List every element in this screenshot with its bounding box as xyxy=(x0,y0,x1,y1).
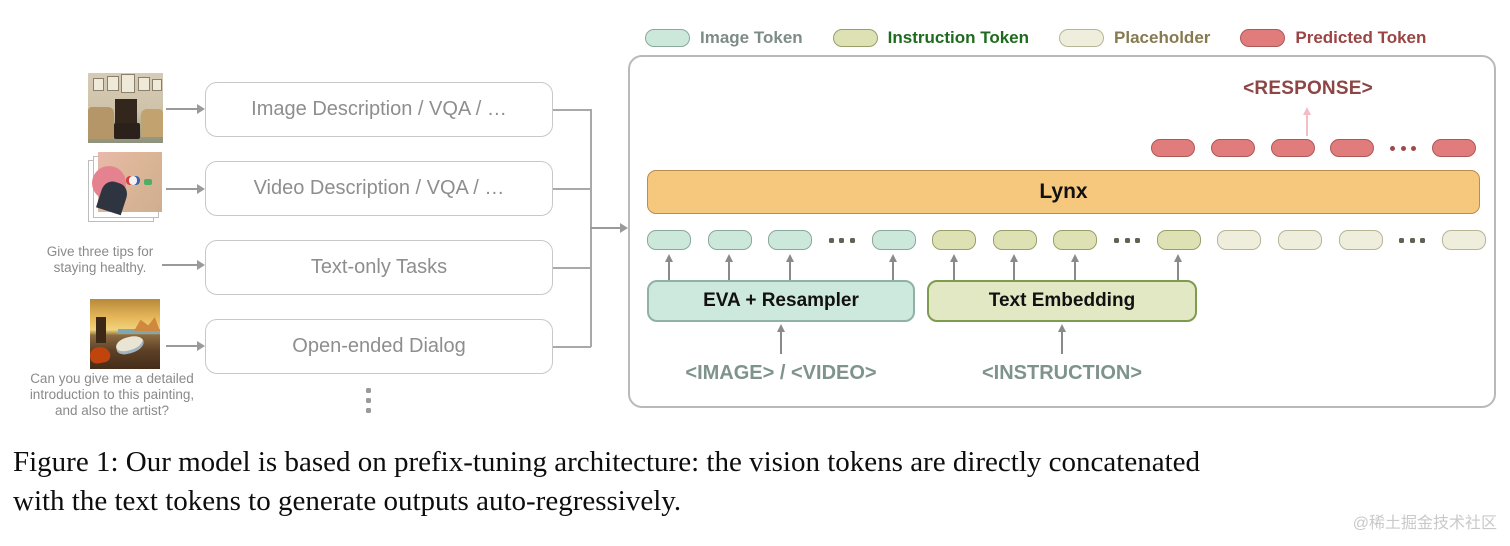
video-frame-front xyxy=(92,152,162,216)
instruction-token-pill xyxy=(1053,230,1098,250)
input-arrow-icon xyxy=(166,104,205,113)
legend: Image Token Instruction Token Placeholde… xyxy=(645,27,1426,49)
input-arrow-icon xyxy=(162,260,205,269)
placeholder-token-pill xyxy=(1441,230,1486,250)
instruction-token-pill xyxy=(932,230,977,250)
instruction-token-pill xyxy=(992,230,1037,250)
ellipsis-icon xyxy=(1390,145,1417,151)
wall-frame xyxy=(138,77,150,91)
legend-item-predicted-token: Predicted Token xyxy=(1240,28,1426,48)
image-token-pill xyxy=(707,230,752,250)
text-embedding-box: Text Embedding xyxy=(927,280,1197,322)
instruction-token-pill-icon xyxy=(832,29,878,47)
predicted-token-pill xyxy=(1330,139,1375,157)
task-box-video-description: Video Description / VQA / … xyxy=(205,161,553,216)
token-arrow-icon xyxy=(664,254,673,280)
response-arrow-icon xyxy=(1302,107,1311,136)
legend-label: Instruction Token xyxy=(887,28,1030,47)
task-box-open-ended-dialog: Open-ended Dialog xyxy=(205,319,553,374)
ellipsis-icon xyxy=(1399,237,1426,243)
input-token-row xyxy=(647,230,1486,250)
caption-line-1: Figure 1: Our model is based on prefix-t… xyxy=(13,446,1201,478)
placeholder-token-pill xyxy=(1217,230,1262,250)
couch xyxy=(88,107,114,139)
wall-frame xyxy=(121,74,135,93)
wall-frame xyxy=(93,78,104,91)
image-input-arrow-icon xyxy=(776,324,785,354)
legend-label: Predicted Token xyxy=(1295,28,1427,47)
painting-tree-block xyxy=(96,317,106,343)
token-arrow-icon xyxy=(888,254,897,280)
caption-line-2: with the text tokens to generate outputs… xyxy=(13,485,682,517)
placeholder-token-pill xyxy=(1278,230,1323,250)
legend-label: Placeholder xyxy=(1114,28,1211,47)
token-arrow-icon xyxy=(724,254,733,280)
predicted-token-pill xyxy=(1431,139,1476,157)
predicted-token-row xyxy=(1151,139,1476,157)
token-arrow-icon xyxy=(1009,254,1018,280)
predicted-token-pill-icon xyxy=(1240,29,1286,47)
connector-line xyxy=(553,346,591,348)
coffee-table xyxy=(114,123,140,139)
image-token-pill xyxy=(647,230,691,250)
dali-painting-thumbnail xyxy=(90,299,160,369)
watermark: @稀土掘金技术社区 xyxy=(1352,515,1497,532)
painting-melting-clock xyxy=(114,333,146,357)
panel-input-arrow-icon xyxy=(590,223,628,232)
placeholder-pill-icon xyxy=(1059,29,1105,47)
placeholder-token-pill xyxy=(1338,230,1383,250)
input-arrow-icon xyxy=(166,341,205,350)
painting-cliffs xyxy=(134,317,160,331)
task-box-image-description: Image Description / VQA / … xyxy=(205,82,553,137)
response-label: <RESPONSE> xyxy=(1243,78,1373,99)
video-content-object xyxy=(126,176,140,185)
living-room-photo xyxy=(88,73,163,143)
instruction-token-pill xyxy=(1156,230,1201,250)
predicted-token-pill xyxy=(1210,139,1255,157)
wall-frame xyxy=(152,79,162,91)
ellipsis-icon xyxy=(1114,237,1141,243)
token-arrow-icon xyxy=(785,254,794,280)
token-arrow-icon xyxy=(1070,254,1079,280)
predicted-token-pill xyxy=(1270,139,1315,157)
instruction-placeholder-label: <INSTRUCTION> xyxy=(981,362,1143,384)
image-video-placeholder-label: <IMAGE> / <VIDEO> xyxy=(685,362,877,384)
predicted-token-pill xyxy=(1151,139,1195,157)
model-panel: <RESPONSE> Lynx EVA + Resampler Text Emb… xyxy=(628,55,1496,408)
fireplace xyxy=(115,99,137,129)
image-token-pill-icon xyxy=(645,29,690,47)
legend-label: Image Token xyxy=(700,28,803,47)
connector-line xyxy=(553,109,591,111)
lynx-model-bar: Lynx xyxy=(647,170,1480,214)
text-only-prompt: Give three tips for staying healthy. xyxy=(46,244,154,275)
eva-resampler-box: EVA + Resampler xyxy=(647,280,915,322)
wall-frame xyxy=(107,76,119,91)
connector-line xyxy=(553,188,591,190)
connector-line xyxy=(553,267,591,269)
dialog-prompt: Can you give me a detailed introduction … xyxy=(29,371,195,418)
painting-orange-shape xyxy=(90,345,112,365)
image-token-pill xyxy=(768,230,813,250)
instruction-input-arrow-icon xyxy=(1057,324,1066,354)
armchair xyxy=(141,109,163,137)
legend-item-instruction-token: Instruction Token xyxy=(832,28,1030,48)
ellipsis-icon xyxy=(828,237,855,243)
image-token-pill xyxy=(871,230,916,250)
legend-item-image-token: Image Token xyxy=(645,28,803,48)
painting-sea xyxy=(118,329,160,334)
token-arrow-icon xyxy=(949,254,958,280)
figure-caption: Figure 1: Our model is based on prefix-t… xyxy=(13,443,1200,521)
vertical-ellipsis-icon xyxy=(366,388,371,413)
legend-item-placeholder: Placeholder xyxy=(1059,28,1210,48)
task-box-text-only: Text-only Tasks xyxy=(205,240,553,295)
token-arrow-icon xyxy=(1173,254,1182,280)
video-content-object xyxy=(144,179,152,185)
video-frames-thumbnail xyxy=(88,152,163,222)
input-arrow-icon xyxy=(166,184,205,193)
